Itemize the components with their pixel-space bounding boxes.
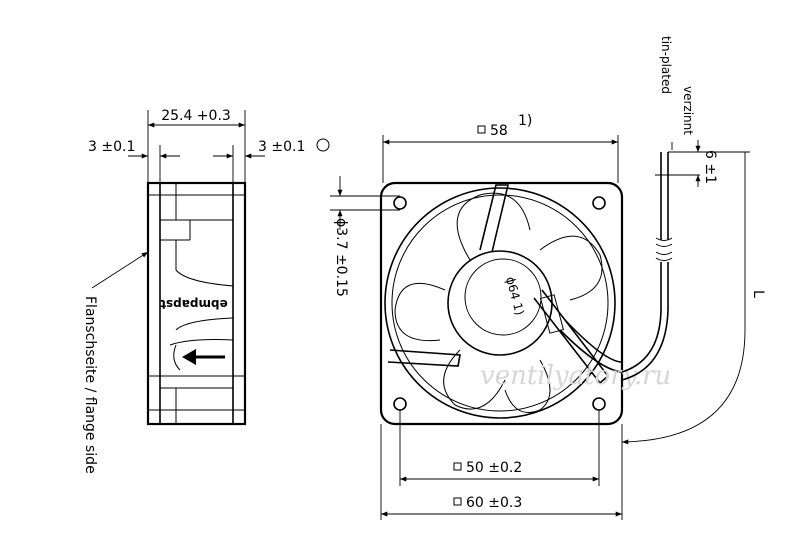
front-view: ϕ64 1) ventilyatory.ru xyxy=(379,181,671,426)
mount-hole-tl xyxy=(393,196,407,210)
dim-width-side: 25.4 +0.3 xyxy=(161,108,231,124)
dim-hub-diameter: ϕ64 1) xyxy=(503,275,527,317)
dim-outer-size: 60 ±0.3 xyxy=(466,495,522,511)
venturi-ring xyxy=(384,187,616,419)
dim-hole-diameter: ϕ3.7 ±0.15 xyxy=(333,218,349,297)
brand-logo: ebmpapst xyxy=(160,297,228,311)
frame-struts xyxy=(387,184,610,385)
note-mark: 1) xyxy=(518,113,532,129)
cable-exit xyxy=(539,294,623,373)
hub-inner xyxy=(464,258,542,336)
dim-lead-strip: 6 ±1 xyxy=(702,150,718,184)
flange-side-label: Flanschseite / flange side xyxy=(82,296,98,474)
note-circle-icon xyxy=(316,138,330,152)
front-frame-outline xyxy=(379,181,624,426)
dim-flange-left: 3 ±0.1 xyxy=(88,139,135,155)
side-dimensions: 25.4 +0.3 3 ±0.1 3 ±0.1 Flanschseite / f… xyxy=(82,108,330,474)
dim-top-size: 58 xyxy=(490,123,508,139)
airflow-arrow-icon xyxy=(173,344,225,371)
lead-wires: tin-plated verzinnt 6 ±1 L xyxy=(621,36,766,445)
side-view: ebmpapst xyxy=(146,181,247,426)
mount-hole-bl xyxy=(393,397,407,411)
mount-hole-tr xyxy=(592,196,606,210)
dim-lead-length: L xyxy=(750,290,766,298)
mount-hole-br xyxy=(592,397,606,411)
verzinnt-label: verzinnt xyxy=(681,86,695,135)
watermark: ventilyatory.ru xyxy=(480,361,671,391)
dim-flange-right: 3 ±0.1 xyxy=(258,139,305,155)
front-dimensions: 58 1) ϕ3.7 ±0.15 50 ±0.2 60 ±0.3 xyxy=(330,113,623,520)
tin-plated-label: tin-plated xyxy=(659,36,673,94)
fan-blades xyxy=(394,192,603,413)
hub-outer xyxy=(447,250,553,356)
side-body-outline xyxy=(146,181,247,426)
dim-hole-spacing: 50 ±0.2 xyxy=(466,460,522,476)
